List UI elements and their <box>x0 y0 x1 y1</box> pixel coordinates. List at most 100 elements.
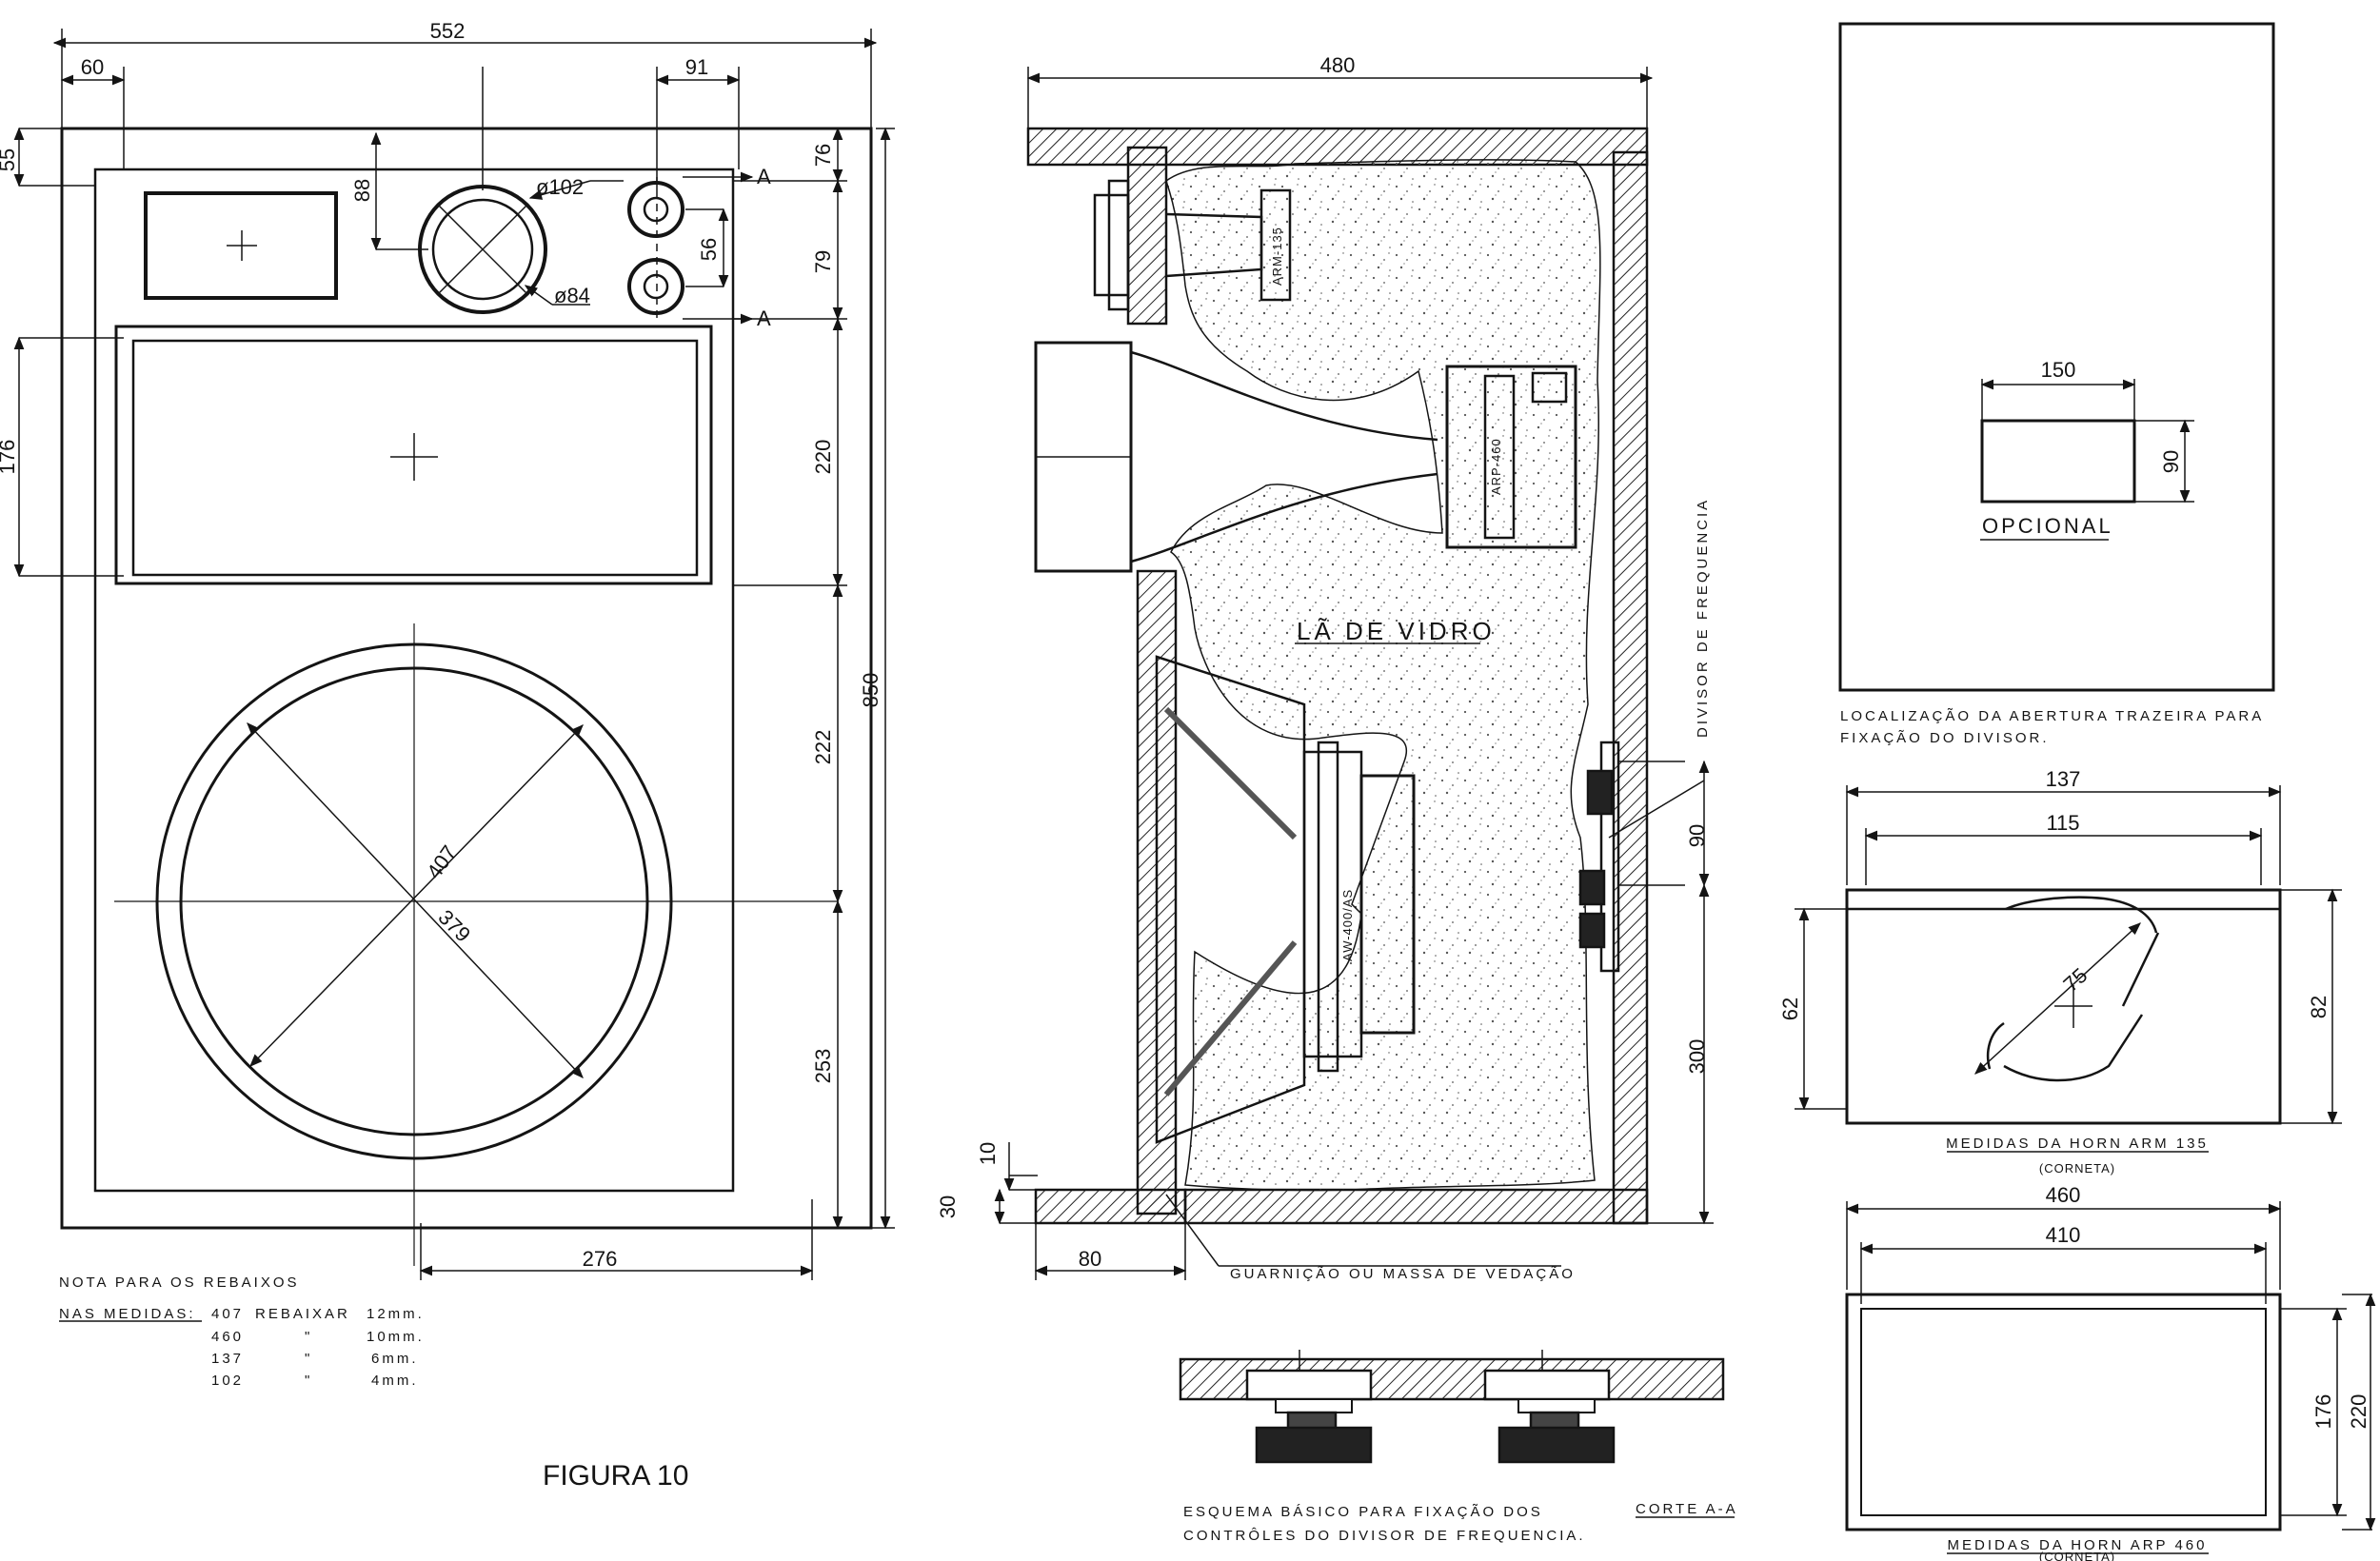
dim-tw-pitch: 56 <box>697 238 721 261</box>
detail-aa-labels: ESQUEMA BÁSICO PARA FIXAÇÃO DOS CONTRÔLE… <box>1183 1501 1738 1544</box>
rear-opening <box>1980 419 2136 504</box>
arm135-dim-left: 62 <box>1778 998 1802 1020</box>
dim-right-222: 222 <box>811 730 835 765</box>
arp460-inner <box>1860 1308 2267 1516</box>
midrange-model-label: ARP-460 <box>1489 438 1503 495</box>
front-baffle-top <box>1126 146 1168 326</box>
dim-top-left: 55 <box>0 148 19 171</box>
note-row-1-depth: 10mm. <box>367 1329 425 1345</box>
arp460-outer <box>1845 1293 2282 1531</box>
arp460-dim-outer: 460 <box>2046 1183 2081 1207</box>
aa-knob-1 <box>1255 1426 1373 1464</box>
horn-arp460-view <box>1845 1201 2376 1554</box>
dim-left-margin: 60 <box>81 55 104 79</box>
dim-right-220: 220 <box>811 440 835 475</box>
arm135-sub: (CORNETA) <box>2039 1161 2115 1176</box>
rear-optional: OPCIONAL <box>1982 514 2113 538</box>
midrange-cutout-inner <box>131 339 699 577</box>
arm135-caption: MEDIDAS DA HORN ARM 135 <box>1946 1136 2209 1152</box>
rear-panel <box>1838 22 2275 692</box>
note-row-0-depth: 12mm. <box>367 1306 425 1322</box>
dim-overall-width: 552 <box>430 19 466 43</box>
woofer-cone <box>1155 655 1306 1144</box>
bottom-panel <box>1183 1188 1649 1225</box>
dim-woofer-379: 379 <box>433 905 475 947</box>
note-row-2-size: 137 <box>211 1351 244 1367</box>
arm135-labels: 137 115 62 82 75 MEDIDAS DA HORN ARM 135… <box>1778 767 2330 1176</box>
control-knob-bottom-inner <box>643 273 669 300</box>
note-row-1-size: 460 <box>211 1329 244 1345</box>
glass-wool-fill <box>1165 159 1601 1192</box>
dim-overall-height: 850 <box>859 673 883 708</box>
front-outer-panel <box>60 127 873 1230</box>
arp460-dim-inner: 410 <box>2046 1223 2081 1247</box>
dim-300: 300 <box>1685 1039 1709 1075</box>
horn-hole-cross-2 <box>437 204 528 295</box>
note-row-3-depth: 4mm. <box>371 1373 419 1389</box>
section-mark-bottom: A <box>757 306 771 330</box>
side-section-labels: 480 10 30 80 90 300 LÃ DE VIDRO DIVISOR … <box>936 53 1711 1282</box>
aa-caption-line2: CONTRÔLES DO DIVISOR DE FREQUENCIA. <box>1183 1528 1586 1544</box>
crossover-board <box>1599 741 1620 973</box>
seal-label: GUARNIÇÃO OU MASSA DE VEDAÇÃO <box>1230 1266 1576 1282</box>
front-view <box>60 127 873 1266</box>
arm135-dim-inner: 115 <box>2046 811 2079 835</box>
midrange-cutout-outer <box>114 325 713 585</box>
rear-panel-view <box>1838 22 2275 692</box>
back-panel <box>1612 150 1649 1225</box>
arp460-sub: (CORNETA) <box>2039 1550 2115 1561</box>
note-row-0-size: 407 <box>211 1306 244 1322</box>
dim-horn-height: 88 <box>350 179 374 202</box>
notes-title: NOTA PARA OS REBAIXOS <box>59 1274 300 1291</box>
arm135-dim-radius: 75 <box>2059 963 2092 997</box>
tweeter-cutout <box>144 191 338 300</box>
glass-wool-label: LÃ DE VIDRO <box>1297 617 1496 645</box>
midrange-terminal <box>1531 371 1568 404</box>
woofer-pole <box>1317 741 1339 1073</box>
arm135-dim-right: 82 <box>2307 996 2330 1018</box>
dim-80: 80 <box>1079 1247 1101 1271</box>
arp460-labels: 460 410 176 220 MEDIDAS DA HORN ARP 460 … <box>1948 1183 2370 1561</box>
note-row-0-word: REBAIXAR <box>255 1306 350 1322</box>
woofer-cone-shade <box>1163 706 1298 1097</box>
dim-right-margin: 91 <box>685 55 708 79</box>
top-panel <box>1026 127 1649 167</box>
detail-corte-aa <box>1179 1350 1725 1464</box>
aa-title: CORTE A-A <box>1636 1501 1738 1517</box>
midrange-magnet <box>1483 374 1516 540</box>
arm135-dim-outer: 137 <box>2046 767 2081 791</box>
side-section <box>1026 127 1705 1267</box>
dim-left-176: 176 <box>0 440 19 475</box>
rear-dim-width: 150 <box>2041 358 2076 382</box>
dim-horn-dia-84: ø84 <box>554 284 590 307</box>
dim-right-253: 253 <box>811 1049 835 1084</box>
dim-horn-dia-102: ø102 <box>536 175 584 199</box>
crossover-leader <box>1608 780 1705 839</box>
dim-depth-480: 480 <box>1320 53 1356 77</box>
control-knob-top <box>627 181 684 238</box>
rear-panel-labels: 150 90 OPCIONAL LOCALIZAÇÃO DA ABERTURA … <box>1840 358 2261 746</box>
dim-right-76: 76 <box>811 144 835 167</box>
crossover-label: DIVISOR DE FREQUENCIA <box>1695 498 1711 738</box>
dim-right-79: 79 <box>811 250 835 273</box>
arm135-outer <box>1845 888 2282 1125</box>
control-knob-top-inner <box>643 196 669 223</box>
figure-title: FIGURA 10 <box>543 1460 688 1492</box>
side-dimensions <box>994 67 1714 1280</box>
note-row-2-depth: 6mm. <box>371 1351 419 1367</box>
seal-leader <box>1165 1194 1220 1267</box>
dim-30: 30 <box>936 1195 960 1218</box>
woofer-model-label: AW-400/AS <box>1340 889 1355 961</box>
notes-lead: NAS MEDIDAS: <box>59 1306 196 1322</box>
horn-arm135-view <box>1795 785 2342 1153</box>
midrange-driver <box>1445 365 1577 549</box>
note-row-3-word: " <box>305 1373 312 1389</box>
tweeter-flange <box>1093 193 1130 297</box>
note-row-3-size: 102 <box>211 1373 244 1389</box>
dim-bottom-276: 276 <box>583 1247 618 1271</box>
tweeter-driver <box>1259 188 1292 302</box>
dim-woofer-407: 407 <box>422 840 462 882</box>
control-knob-bottom <box>627 258 684 315</box>
rear-dim-height: 90 <box>2159 450 2183 473</box>
